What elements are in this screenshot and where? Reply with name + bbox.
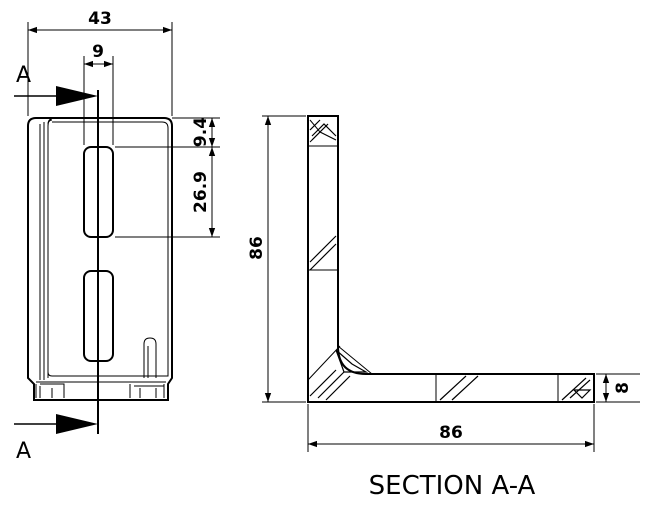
section-arrow-bottom-head [56, 414, 98, 434]
section-view: 86 86 8 SECTION A-A [247, 115, 640, 501]
dim-length-label: 86 [439, 423, 463, 443]
dim-height: 86 [247, 115, 306, 403]
dim-top-offset: 9.4 [115, 117, 220, 148]
section-caption: SECTION A-A [369, 471, 536, 501]
section-arrow-top-head [56, 86, 98, 106]
section-profile-outline [307, 115, 595, 403]
dim-top-offset-label: 9.4 [191, 117, 211, 147]
left-foot [35, 383, 65, 398]
section-hatching [309, 119, 592, 401]
dim-slot-height: 26.9 [115, 147, 220, 238]
dim-slot-width: 9 [83, 42, 114, 145]
dim-height-label: 86 [247, 236, 267, 260]
section-inner-lines [307, 145, 559, 402]
dim-slot-width-label: 9 [92, 42, 104, 62]
bracket-face [47, 121, 169, 377]
dim-thickness: 8 [596, 373, 640, 403]
small-tab [143, 337, 157, 378]
bracket-inner-flange [39, 122, 49, 380]
dim-length: 86 [307, 404, 595, 452]
dim-slot-height-label: 26.9 [191, 171, 211, 213]
dim-width: 43 [27, 9, 173, 116]
section-letter-top: A [16, 63, 31, 88]
front-view: A A 43 9 9.4 26.9 [14, 9, 220, 464]
section-letter-bottom: A [16, 439, 31, 464]
top-notch [309, 119, 321, 143]
dim-thickness-label: 8 [613, 382, 633, 394]
bracket-inner-top [47, 117, 57, 127]
right-foot [129, 384, 165, 398]
bracket-outline [27, 117, 173, 401]
dim-width-label: 43 [88, 9, 112, 29]
